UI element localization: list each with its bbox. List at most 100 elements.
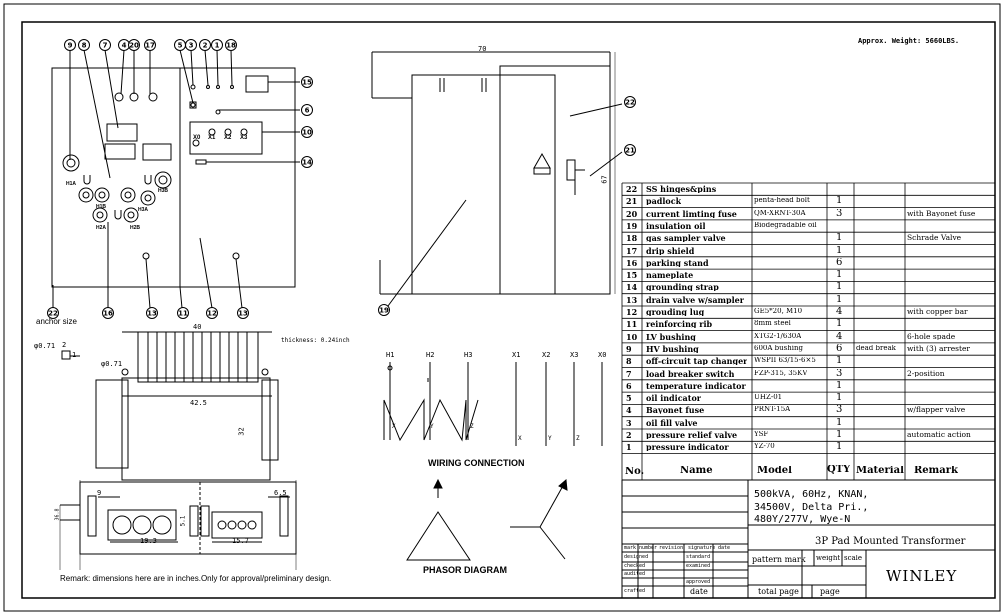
tb-standard: standard <box>686 554 711 560</box>
svg-text:5: 5 <box>178 42 183 50</box>
svg-text:13: 13 <box>238 310 248 318</box>
balloon-3: 3 <box>185 39 197 51</box>
dim-bot-9: 9 <box>97 489 102 497</box>
bom-name: pressure relief valve <box>646 431 738 439</box>
bom-model: Biodegradable oil <box>754 221 817 229</box>
bom-name: insulation oil <box>646 221 706 230</box>
dim-bot-side: 36.8 <box>54 508 61 521</box>
bom-no: 8 <box>626 357 632 366</box>
bom-no: 14 <box>626 283 638 292</box>
bom-no: 22 <box>626 185 638 193</box>
outer-border <box>3 3 1001 612</box>
tb-pattern-mark: pattern mark <box>752 556 806 564</box>
svg-text:14: 14 <box>302 159 312 167</box>
bom-header-name: Name <box>680 466 713 476</box>
balloon-4: 4 <box>118 39 130 51</box>
bom-model: 8mm steel <box>754 320 791 328</box>
bom-name: grouding lug <box>646 308 705 316</box>
bom-qty: 1 <box>836 442 843 453</box>
product-title: 3P Pad Mounted Transformer <box>815 536 966 547</box>
balloon-12: 12 <box>206 307 218 319</box>
bom-remark: 2-position <box>907 369 945 377</box>
dim-bot-right: 15.7 <box>232 537 249 545</box>
dim-base-top: 40 <box>193 323 202 331</box>
bom-no: 15 <box>626 271 638 280</box>
balloon-side-22: 22 <box>624 96 636 108</box>
bom-name: drain valve w/sampler <box>646 295 744 304</box>
tb-total-page: total page <box>758 588 799 596</box>
lv-tap-x: X <box>518 435 522 442</box>
bom-name: current limting fuse <box>646 209 737 218</box>
bom-name: pressure indicator <box>646 443 729 452</box>
bom-qty: 4 <box>836 307 843 317</box>
remark-note: Remark: dimensions here are in inches.On… <box>60 574 332 583</box>
balloon-5: 5 <box>174 39 186 51</box>
bom-no: 18 <box>626 234 638 243</box>
bom-model: YZ-70 <box>754 443 775 451</box>
label-x2: X2 <box>224 135 232 141</box>
bom-name: gas sampler valve <box>646 234 726 243</box>
bom-header-material: Material <box>856 466 904 476</box>
tb-number: number <box>639 545 658 551</box>
base-view <box>59 331 297 570</box>
bom-remark: 6-hole spade <box>907 332 956 341</box>
tb-approved: approved <box>686 579 711 585</box>
bom-qty: 1 <box>836 233 843 244</box>
tb-designed: designed <box>624 554 649 560</box>
wiring-x3: X3 <box>570 351 579 359</box>
svg-text:15: 15 <box>302 79 312 87</box>
svg-text:2: 2 <box>203 42 208 50</box>
balloon-16: 16 <box>102 307 114 319</box>
balloon-14: 14 <box>301 156 313 168</box>
bom-qty: 1 <box>836 294 843 305</box>
balloon-17: 17 <box>144 39 156 51</box>
lv-tap-y: Y <box>548 435 552 442</box>
bom-qty: 1 <box>836 282 843 293</box>
bom-remark: automatic action <box>907 431 971 439</box>
tb-page: page <box>820 588 840 596</box>
tb-scale: scale <box>844 555 863 562</box>
wiring-h3: H3 <box>464 351 473 359</box>
bom-model: PRNT-15A <box>754 406 791 414</box>
bom-no: 11 <box>626 320 638 329</box>
balloon-8: 8 <box>78 39 90 51</box>
spec-line-2: 34500V, Delta Pri., <box>754 502 869 513</box>
bom-qty: 1 <box>836 196 843 207</box>
balloon-7: 7 <box>99 39 111 51</box>
bom-name: HV bushing <box>646 344 699 353</box>
balloon-6: 6 <box>301 104 313 116</box>
svg-text:13: 13 <box>147 310 157 318</box>
balloon-18: 18 <box>225 39 237 51</box>
bom-model: WSPII 63/15-6×5 <box>754 357 816 365</box>
label-x0: X0 <box>193 135 201 141</box>
dim-phi1: φ0.71 <box>34 342 56 350</box>
phasor-title: PHASOR DIAGRAM <box>423 565 508 575</box>
dim-side-right: 67 <box>600 175 609 184</box>
label-h1b: H1B <box>96 204 107 210</box>
wiring-h2: H2 <box>426 351 435 359</box>
bom-no: 16 <box>626 258 638 267</box>
bom-name: off-circuit tap changer <box>646 357 748 366</box>
svg-text:22: 22 <box>48 310 58 318</box>
bom-qty: 4 <box>836 331 843 342</box>
bom-name: oil indicator <box>646 394 701 403</box>
bom-name: load breaker switch <box>646 369 735 378</box>
balloon-1: 1 <box>211 39 223 51</box>
svg-text:18: 18 <box>226 42 236 50</box>
dim-side-top: 70 <box>478 45 487 53</box>
bom-model: UHZ-01 <box>754 394 783 402</box>
balloon-9: 9 <box>64 39 76 51</box>
svg-text:16: 16 <box>103 310 113 318</box>
lv-tap-z: Z <box>576 435 580 442</box>
bom-no: 4 <box>626 406 632 415</box>
bom-qty: 1 <box>836 245 843 256</box>
bom-name: parking stand <box>646 258 709 267</box>
svg-text:20: 20 <box>129 42 139 50</box>
bom-no: 2 <box>626 431 632 439</box>
hv-tap-y: Y <box>430 423 434 430</box>
bom-no: 10 <box>626 332 638 341</box>
bom-qty: 1 <box>836 356 843 367</box>
bom-header-no: No. <box>625 467 645 477</box>
svg-text:19: 19 <box>379 307 389 315</box>
bom-no: 7 <box>626 369 632 378</box>
